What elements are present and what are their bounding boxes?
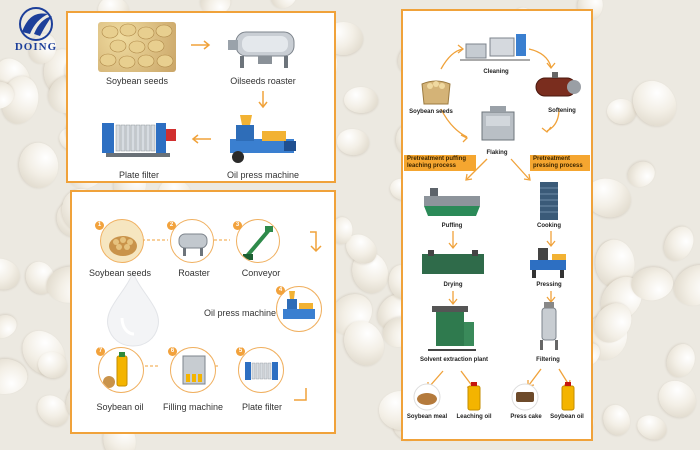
- oilseeds-roaster-image: [222, 22, 304, 72]
- background-soybean: [0, 311, 21, 343]
- oil-drop-decoration: [107, 270, 159, 347]
- cleaning-label: Cleaning: [483, 69, 509, 75]
- puffing-leaching-branch-label: Pretreatment puffing leaching process: [407, 156, 467, 169]
- soybean-seeds-step-image: [100, 219, 144, 263]
- pressing-machine-image: [526, 244, 572, 280]
- soybean-oil-right-label: Soybean oil: [550, 414, 584, 420]
- plate-filter-image: [98, 113, 180, 165]
- oilseeds-roaster-label: Oilseeds roaster: [230, 76, 296, 86]
- soybean-sack-image: [416, 76, 456, 106]
- step-number-5: 5: [236, 347, 245, 356]
- soybean-seeds-image: [98, 22, 176, 72]
- solvent-extraction-image: [424, 302, 480, 354]
- softening-label: Softening: [548, 108, 576, 114]
- background-soybean: [634, 411, 671, 444]
- soybean-seeds-label: Soybean seeds: [105, 76, 169, 86]
- conveyor-step-image: [236, 219, 280, 263]
- puffing-label: Puffing: [441, 223, 463, 229]
- step-label-conveyor: Conveyor: [241, 268, 281, 278]
- brand-name: DOING: [14, 41, 58, 53]
- step-label-plate-filter: Plate filter: [241, 402, 283, 412]
- roaster-step-image: [170, 219, 214, 263]
- arrow-left-icon: [191, 134, 211, 144]
- background-soybean: [623, 156, 660, 192]
- step-label-filling-machine: Filling machine: [162, 402, 224, 412]
- background-soybean: [598, 400, 635, 439]
- filling-machine-step-image: [170, 347, 216, 393]
- step-label-oil-press-machine: Oil press machine: [203, 308, 277, 318]
- step-number-3: 3: [233, 221, 242, 230]
- filtering-machine-image: [530, 302, 570, 352]
- background-soybean: [662, 339, 700, 381]
- background-soybean: [17, 140, 61, 191]
- step-label-soybean-seeds: Soybean seeds: [88, 268, 152, 278]
- step-label-soybean-oil: Soybean oil: [96, 402, 144, 412]
- step-number-7: 7: [96, 347, 105, 356]
- cooking-label: Cooking: [537, 223, 561, 229]
- background-soybean: [0, 358, 28, 395]
- soybean-oil-step-image: [98, 347, 144, 393]
- puffing-machine-image: [420, 184, 486, 220]
- step-number-4: 4: [276, 286, 285, 295]
- soybean-meal-label: Soybean meal: [406, 414, 448, 420]
- press-cake-image: [510, 382, 540, 412]
- leaching-oil-image: [462, 380, 486, 412]
- arrow-down-icon: [258, 91, 268, 109]
- cleaning-machine-image: [460, 30, 532, 66]
- pressing-branch-label: Pretreatment pressing process: [533, 156, 583, 169]
- background-soybean: [624, 72, 686, 135]
- background-soybean: [651, 373, 700, 425]
- drying-label: Drying: [443, 282, 463, 288]
- oil-press-machine-image: [222, 113, 304, 165]
- puffing-leaching-branch-tag: Pretreatment puffing leaching process: [404, 155, 476, 171]
- background-soybean: [658, 221, 700, 266]
- softening-machine-image: [532, 68, 582, 104]
- oil-press-machine-label: Oil press machine: [226, 170, 300, 180]
- soybean-meal-image: [412, 382, 442, 412]
- solvent-extraction-label: Solvent extraction plant: [419, 357, 489, 363]
- drying-machine-image: [418, 248, 488, 278]
- plate-filter-label: Plate filter: [118, 170, 160, 180]
- filtering-label: Filtering: [536, 357, 560, 363]
- cooking-machine-image: [534, 180, 564, 222]
- step-number-2: 2: [167, 221, 176, 230]
- soybean-oil-right-image: [556, 380, 580, 412]
- step-number-6: 6: [168, 347, 177, 356]
- background-soybean: [0, 253, 24, 294]
- background-soybean: [343, 87, 379, 114]
- doing-logo-mark: [19, 7, 53, 41]
- press-cake-label: Press cake: [510, 414, 542, 420]
- step-number-1: 1: [95, 221, 104, 230]
- step-label-roaster: Roaster: [178, 268, 210, 278]
- pressing-branch-tag: Pretreatment pressing process: [530, 155, 590, 171]
- flaking-machine-image: [476, 106, 520, 146]
- arrow-right-icon: [191, 40, 211, 50]
- pressing-label: Pressing: [536, 282, 562, 288]
- plate-filter-step-image: [238, 347, 284, 393]
- oil-press-step-image: [276, 286, 322, 332]
- doing-logo: DOING: [8, 6, 64, 58]
- flaking-label: Flaking: [486, 150, 508, 156]
- soybean-seeds-right-label: Soybean seeds: [409, 109, 453, 115]
- leaching-oil-label: Leaching oil: [456, 414, 492, 420]
- background-soybean: [335, 127, 370, 156]
